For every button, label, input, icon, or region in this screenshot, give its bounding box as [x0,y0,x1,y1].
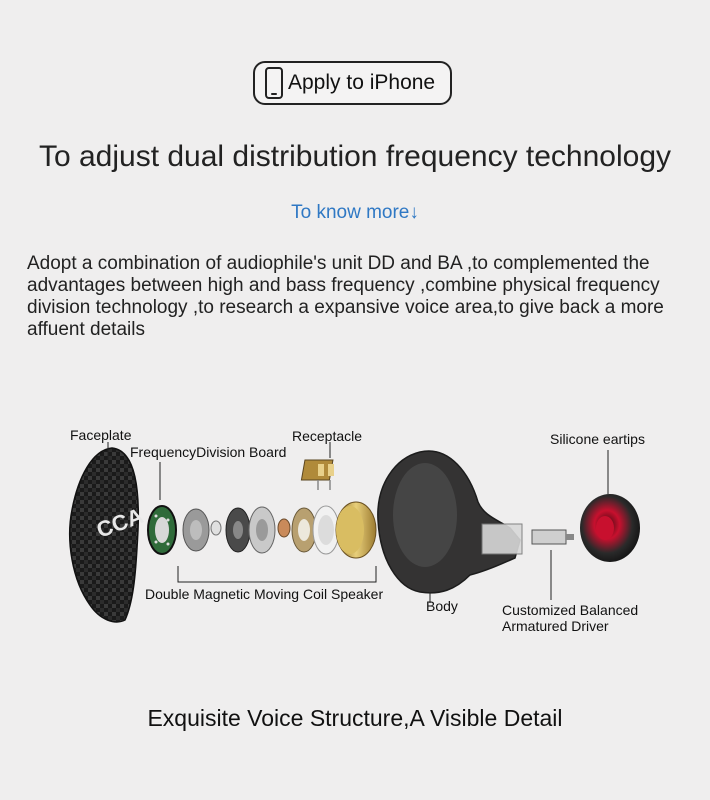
speaker-components [182,501,377,559]
know-more-link[interactable]: To know more↓ [291,202,419,223]
receptacle-part [300,459,334,490]
frequency-board-label: FrequencyDivision Board [130,444,287,460]
silicone-eartips-label: Silicone eartips [550,431,645,447]
frequency-division-board [147,505,177,555]
speaker-label: Double Magnetic Moving Coil Speaker [145,586,384,602]
silicone-eartip [580,494,640,562]
apply-to-iphone-badge: Apply to iPhone [253,61,452,105]
receptacle-label: Receptacle [292,428,363,444]
faceplate-shell: CCA [69,447,147,623]
ba-driver-label-line2: Armatured Driver [502,618,609,634]
earphone-exploded-diagram: CCA [69,442,640,623]
body-label: Body [426,598,458,614]
footer-tagline: Exquisite Voice Structure,A Visible Deta… [147,705,563,731]
faceplate-label: Faceplate [70,427,132,443]
earphone-body [377,450,523,594]
description-text: Adopt a combination of audiophile's unit… [27,253,664,340]
ba-driver [531,529,574,545]
page-headline: To adjust dual distribution frequency te… [38,140,672,173]
phone-icon [265,67,283,99]
ba-driver-label-line1: Customized Balanced [502,602,639,618]
badge-label: Apply to iPhone [288,71,436,94]
